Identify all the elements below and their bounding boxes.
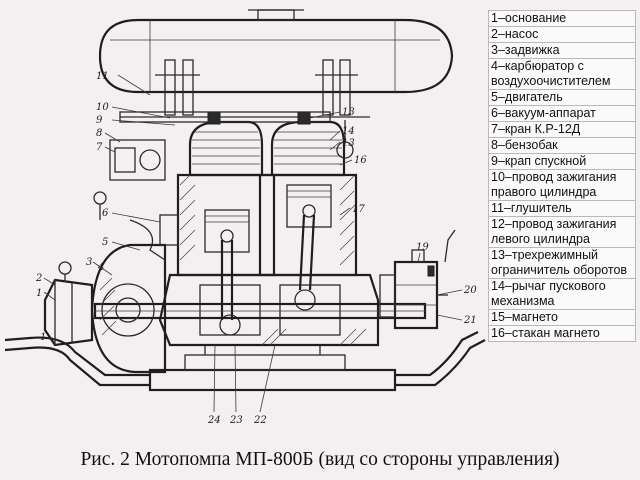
legend-item-7: 7–кран К.Р-12Д: [488, 121, 636, 138]
legend-item-4: 4–карбюратор с воздухоочистителем: [488, 58, 636, 90]
callout-19: 19: [416, 242, 429, 253]
legend-item-16: 16–стакан магнето: [488, 325, 636, 342]
callout-1: 1: [40, 332, 46, 343]
callout-9: 8: [96, 128, 102, 139]
legend-item-13: 13–трехрежимный ограничитель оборотов: [488, 247, 636, 279]
callout-13b: 13: [342, 138, 355, 149]
legend-row: 5–двигатель: [488, 89, 636, 106]
legend-item-6: 6–вакуум-аппарат: [488, 105, 636, 122]
callout-3: 2: [35, 273, 42, 284]
callout-24: 24: [207, 415, 221, 426]
tank-supports: [155, 59, 358, 116]
legend-row: 12–провод зажигания левого цилиндра: [488, 216, 636, 248]
legend-row: 8–бензобак: [488, 137, 636, 154]
legend-item-15: 15–магнето: [488, 309, 636, 326]
legend-row: 2–насос: [488, 26, 636, 43]
callout-8: 7: [96, 142, 103, 153]
legend-item-12: 12–провод зажигания левого цилиндра: [488, 216, 636, 248]
callout-10: 9: [96, 115, 103, 126]
callout-21: 21: [463, 315, 477, 326]
pump-housing: [43, 243, 167, 374]
callout-5: 4: [97, 262, 104, 273]
callout-14: 14: [342, 126, 355, 137]
callout-4: 3: [86, 257, 92, 268]
callout-23: 23: [229, 415, 243, 426]
callout-16: 16: [354, 155, 367, 166]
legend-item-1: 1–основание: [488, 10, 636, 27]
legend-item-9: 9–крап спускной: [488, 153, 636, 170]
callout-17: 17: [352, 204, 365, 215]
legend-row: 16–стакан магнето: [488, 325, 636, 342]
callout-leaders: [43, 74, 463, 413]
cylinders: [176, 173, 358, 320]
callout-12: 11: [96, 71, 109, 82]
legend-row: 15–магнето: [488, 309, 636, 326]
legend-item-14: 14–рычаг пускового механизма: [488, 278, 636, 310]
callout-2: 1: [36, 288, 42, 299]
callout-20: 20: [463, 285, 477, 296]
legend-row: 14–рычаг пускового механизма: [488, 278, 636, 310]
engine-pump-drawing: 11 10 9 8 7 6 5 3 4 2 1 1 13 14 13 16 17…: [4, 9, 486, 426]
crankcase: [158, 273, 380, 347]
callout-6: 5: [102, 237, 108, 248]
callout-22: 22: [253, 415, 267, 426]
legend-row: 11–глушитель: [488, 200, 636, 217]
callout-11: 10: [96, 102, 109, 113]
legend-row: 10–провод зажигания правого цилиндра: [488, 169, 636, 201]
legend-row: 3–задвижка: [488, 42, 636, 59]
callout-labels: 11 10 9 8 7 6 5 3 4 2 1 1 13 14 13 16 17…: [35, 71, 477, 426]
legend-row: 13–трехрежимный ограничитель оборотов: [488, 247, 636, 279]
legend-row: 6–вакуум-аппарат: [488, 105, 636, 122]
legend-item-11: 11–глушитель: [488, 200, 636, 217]
fuel-tank: [98, 9, 454, 94]
legend-row: 4–карбюратор с воздухоочистителем: [488, 58, 636, 90]
legend-row: 1–основание: [488, 10, 636, 27]
legend-item-2: 2–насос: [488, 26, 636, 43]
callout-7: 6: [102, 208, 109, 219]
crankshaft: [93, 302, 427, 320]
legend-row: 7–кран К.Р-12Д: [488, 121, 636, 138]
base-frame: [4, 331, 486, 392]
legend-item-5: 5–двигатель: [488, 89, 636, 106]
legend-row: 9–крап спускной: [488, 153, 636, 170]
legend-item-10: 10–провод зажигания правого цилиндра: [488, 169, 636, 201]
legend-item-8: 8–бензобак: [488, 137, 636, 154]
carburetor: [93, 139, 179, 261]
figure-caption: Рис. 2 Мотопомпа МП-800Б (вид со стороны…: [80, 449, 560, 470]
callout-13: 13: [342, 107, 355, 118]
legend-item-3: 3–задвижка: [488, 42, 636, 59]
muffler: [119, 111, 370, 159]
